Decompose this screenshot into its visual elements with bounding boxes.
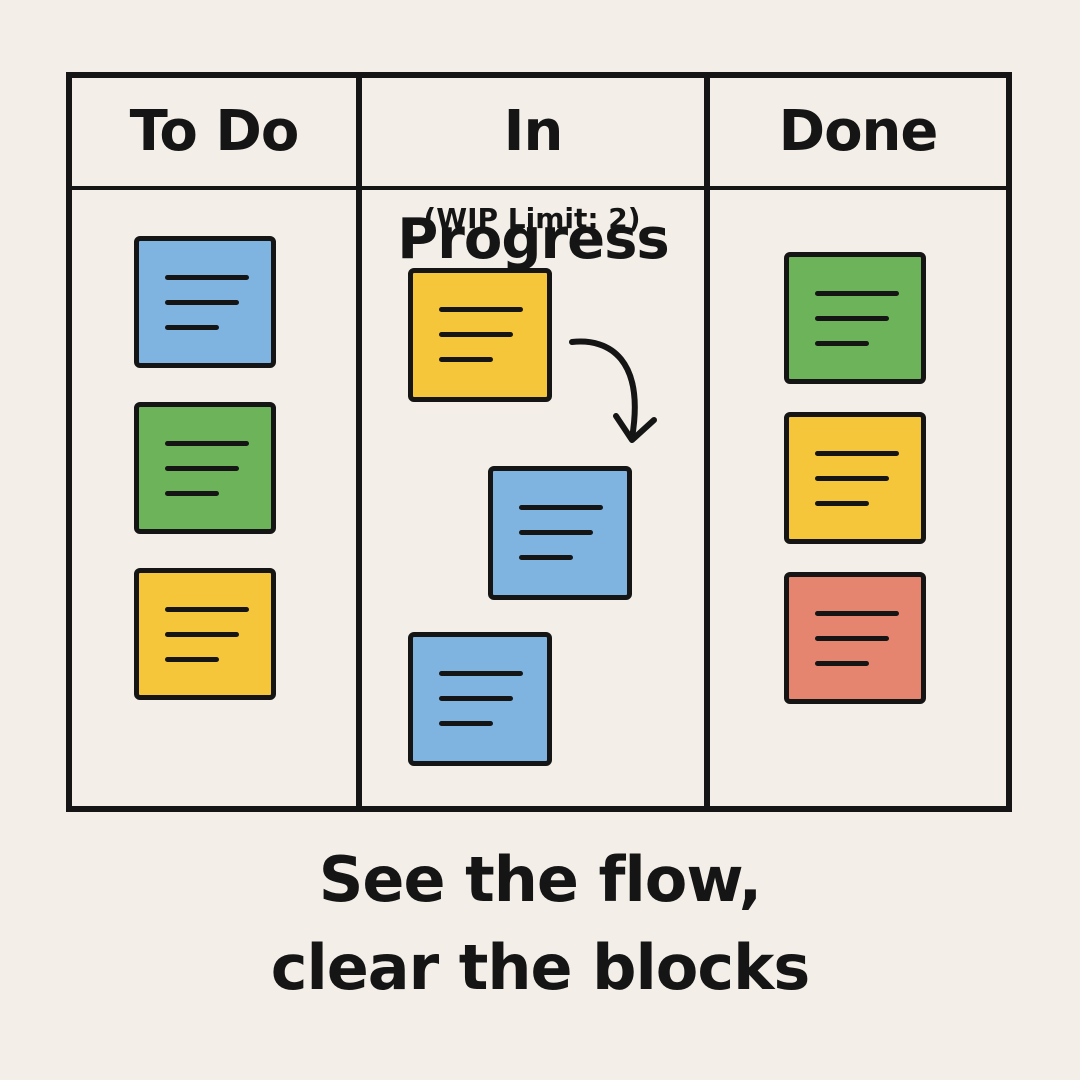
wip-limit-note: (WIP Limit: 2) bbox=[423, 202, 641, 235]
column-divider-2 bbox=[704, 78, 710, 806]
column-title-todo: To Do bbox=[129, 99, 300, 164]
card-todo-3[interactable] bbox=[134, 568, 276, 700]
card-in-progress-3[interactable] bbox=[408, 632, 552, 766]
card-done-1[interactable] bbox=[784, 252, 926, 384]
card-done-3[interactable] bbox=[784, 572, 926, 704]
card-todo-1[interactable] bbox=[134, 236, 276, 368]
card-in-progress-1[interactable] bbox=[408, 268, 552, 402]
column-divider-1 bbox=[356, 78, 362, 806]
header-divider bbox=[72, 186, 1006, 190]
card-done-2[interactable] bbox=[784, 412, 926, 544]
caption-line-1: See the flow, bbox=[318, 843, 762, 916]
card-in-progress-2[interactable] bbox=[488, 466, 632, 600]
curved-arrow-down-icon bbox=[569, 338, 657, 443]
column-title-done: Done bbox=[778, 99, 939, 164]
caption-line-2: clear the blocks bbox=[270, 931, 811, 1004]
card-todo-2[interactable] bbox=[134, 402, 276, 534]
column-title-in-progress: In Progress bbox=[397, 99, 669, 272]
kanban-board: To Do In Progress Done (WIP Limit: 2) bbox=[66, 72, 1012, 812]
